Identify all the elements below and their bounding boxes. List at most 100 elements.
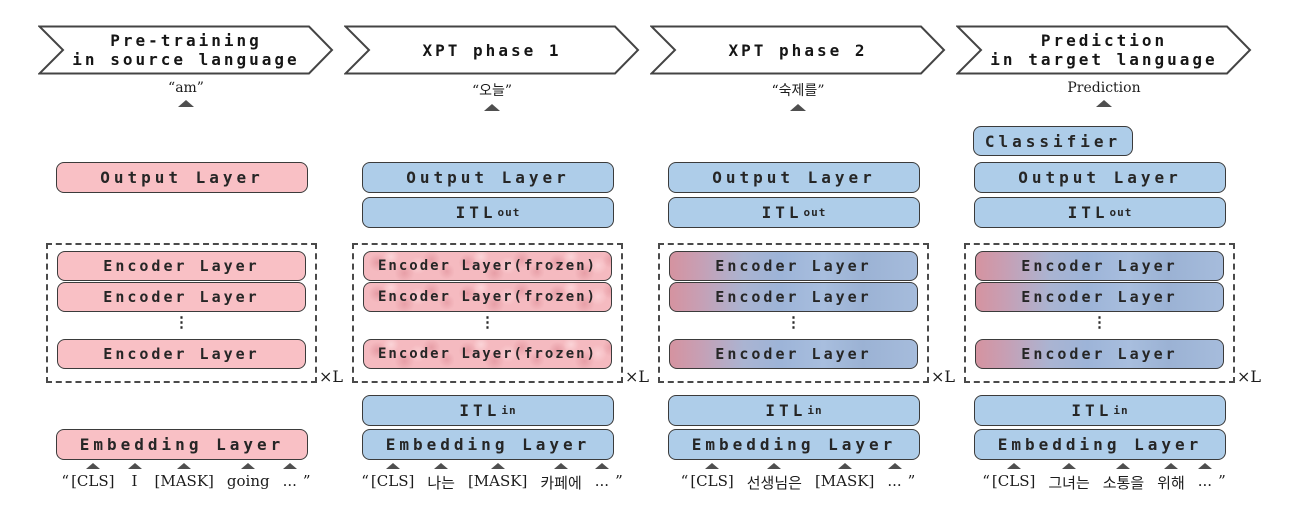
predicted-word-label: “am” [168,80,204,96]
banner-title: XPT phase 1 [344,25,640,75]
input-tokens: “ [CLS] 나는 [MASK] 카페에 ... ” [330,463,654,493]
arrow-up-icon [1116,463,1131,469]
banner-arrow-shape [956,25,1252,75]
column-pretraining: Pre-training in source language “am” Out… [38,0,343,521]
repeat-count-label: ×L [624,367,649,386]
itl-out-subscript: out [803,206,827,219]
arrow-up-icon [594,463,609,469]
itl-label: ITL [1071,401,1113,420]
token: [CLS] [71,463,115,490]
vertical-ellipsis: ⋮ [174,313,189,331]
arrow-up-icon [837,463,852,469]
arrow-up-icon [705,463,720,469]
itl-out-subscript: out [1109,206,1133,219]
token: [MASK] [815,463,874,490]
banner-title: XPT phase 2 [650,25,946,75]
encoder-layer-box: Encoder Layer [57,339,306,369]
input-tokens: “ [CLS] 그녀는 소통을 위해 ... ” [942,463,1266,493]
banner-title-line: in target language [990,50,1218,69]
token: ... [595,463,609,490]
open-quote: “ [680,472,689,490]
output-layer-box: Output Layer [56,162,308,193]
predicted-word-label: “오늘” [471,83,513,99]
output-layer-box: Output Layer [362,162,614,193]
token: 그녀는 [1048,463,1090,493]
token: 나는 [427,463,455,493]
column-prediction: Prediction in target language Prediction… [956,0,1261,521]
banner-title-line: Prediction [1040,31,1168,50]
itl-in-subscript: in [501,404,517,417]
embedding-layer-box: Embedding Layer [668,429,920,460]
token: [MASK] [155,463,214,490]
vertical-ellipsis: ⋮ [1092,313,1107,331]
output-layer-box: Output Layer [668,162,920,193]
token: [CLS] [371,463,414,490]
encoder-stack: Encoder Layer Encoder Layer ⋮ Encoder La… [46,243,343,386]
encoder-layer-box: Encoder Layer [975,282,1224,312]
token: [MASK] [468,463,527,490]
arrow-up-icon [767,463,782,469]
itl-label: ITL [455,203,497,222]
predicted-word-label: “숙제를” [771,83,825,99]
encoder-layer-box: Encoder Layer [669,251,918,281]
embedding-layer-box: Embedding Layer [56,429,308,460]
banner-title: Prediction in target language [956,25,1252,75]
phase-banner-pretraining: Pre-training in source language [38,25,334,75]
arrow-up-icon [554,463,569,469]
arrow-up-icon [385,463,400,469]
token: [CLS] [690,463,734,490]
token: [CLS] [992,463,1035,490]
banner-title-line: XPT phase 2 [728,40,868,60]
banner-title: Pre-training in source language [38,25,334,75]
arrow-up-icon [1197,463,1212,469]
arrow-up-icon [177,463,192,469]
close-quote: ” [907,472,916,490]
arrow-up-icon [1096,100,1112,107]
token: going [227,463,270,490]
token: 소통을 [1103,463,1144,493]
open-quote: “ [982,472,990,490]
encoder-layer-frozen-box: Encoder Layer(frozen) [363,251,612,281]
encoder-layer-box: Encoder Layer [975,251,1224,281]
predicted-word: Prediction [956,80,1252,107]
close-quote: ” [302,472,311,490]
banner-title-line: in source language [72,50,300,69]
itl-out-subscript: out [497,206,521,219]
phase-banner-prediction: Prediction in target language [956,25,1252,75]
token: ... [887,463,902,490]
arrow-up-icon [127,463,142,469]
close-quote: ” [1218,472,1226,490]
arrow-up-icon [85,463,100,469]
vertical-ellipsis: ⋮ [480,313,495,331]
token: 선생님은 [747,463,802,493]
arrow-up-icon [1163,463,1178,469]
banner-arrow-shape [38,25,334,75]
itl-label: ITL [1067,203,1109,222]
arrow-up-icon [1062,463,1077,469]
arrow-up-icon [1006,463,1021,469]
input-tokens: “ [CLS] 선생님은 [MASK] ... ” [636,463,960,493]
itl-label: ITL [459,401,501,420]
banner-title-line: XPT phase 1 [422,40,562,60]
open-quote: “ [361,472,369,490]
itl-label: ITL [765,401,807,420]
itl-label: ITL [761,203,803,222]
encoder-stack: Encoder Layer Encoder Layer ⋮ Encoder La… [658,243,955,386]
arrow-up-icon [178,100,194,107]
repeat-count-label: ×L [930,367,955,386]
predicted-word-label: Prediction [1067,80,1141,96]
repeat-count-label: ×L [318,367,343,386]
arrow-up-icon [887,463,902,469]
arrow-up-icon [241,463,256,469]
token: I [127,463,142,490]
vertical-ellipsis: ⋮ [786,313,801,331]
token: 위해 [1157,463,1185,493]
phase-banner-xpt2: XPT phase 2 [650,25,946,75]
classifier-box: Classifier [973,126,1133,156]
